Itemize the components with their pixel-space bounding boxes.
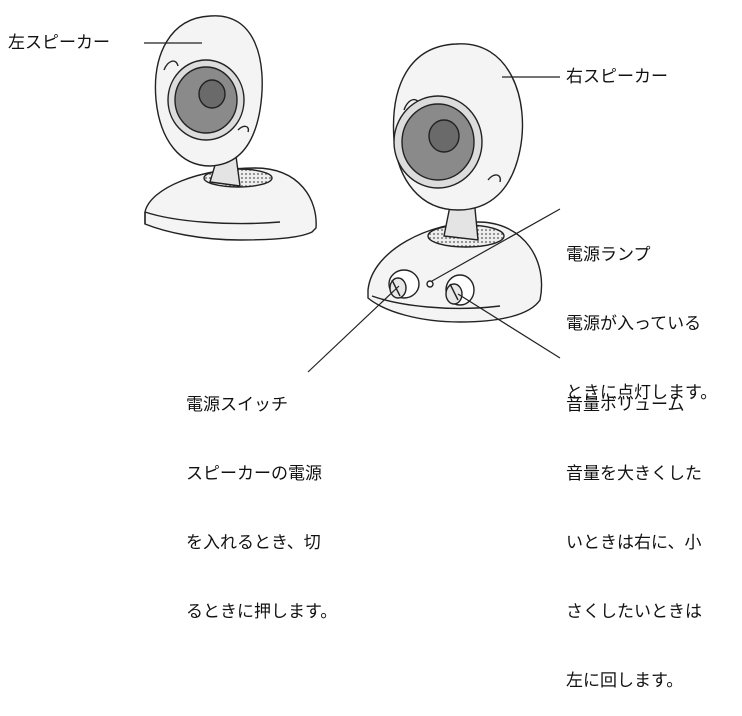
volume-title: 音量ボリューム: [566, 395, 685, 415]
right-speaker-dustcap: [428, 119, 460, 153]
volume-desc-line: さくしたいときは: [566, 602, 702, 622]
left-speaker-label: 左スピーカー: [8, 33, 110, 53]
power-lamp-title: 電源ランプ: [566, 245, 651, 265]
volume-desc-line: 音量を大きくした: [566, 464, 702, 484]
volume-label: 音量ボリューム 音量を大きくした いときは右に、小 さくしたいときは 左に回しま…: [566, 348, 702, 716]
volume-desc-line: いときは右に、小: [566, 533, 702, 553]
power-switch-desc-line: スピーカーの電源: [186, 464, 322, 484]
speaker-illustration: [144, 15, 561, 373]
power-switch-label: 電源スイッチ スピーカーの電源 を入れるとき、切 るときに押します。: [186, 348, 337, 647]
volume-desc-line: 左に回します。: [566, 671, 684, 691]
right-speaker-label: 右スピーカー: [566, 67, 668, 87]
left-speaker-dustcap: [198, 79, 226, 109]
power-switch-knob: [388, 269, 420, 299]
right-speaker: [367, 43, 543, 323]
power-lamp-desc-line: ときに点灯します。: [566, 383, 718, 403]
power-switch-desc-line: るときに押します。: [186, 602, 338, 622]
leader-volume: [457, 293, 561, 359]
power-lamp-indicator: [426, 280, 434, 288]
power-switch-title: 電源スイッチ: [186, 395, 288, 415]
power-switch-desc-line: を入れるとき、切: [186, 533, 321, 553]
leader-power-switch: [307, 285, 400, 373]
power-lamp-desc-line: 電源が入っている: [566, 314, 702, 334]
leader-power-lamp: [431, 208, 561, 282]
volume-knob: [445, 274, 475, 306]
power-lamp-label: 電源ランプ 電源が入っている ときに点灯します。: [566, 198, 717, 428]
left-speaker: [144, 15, 317, 241]
